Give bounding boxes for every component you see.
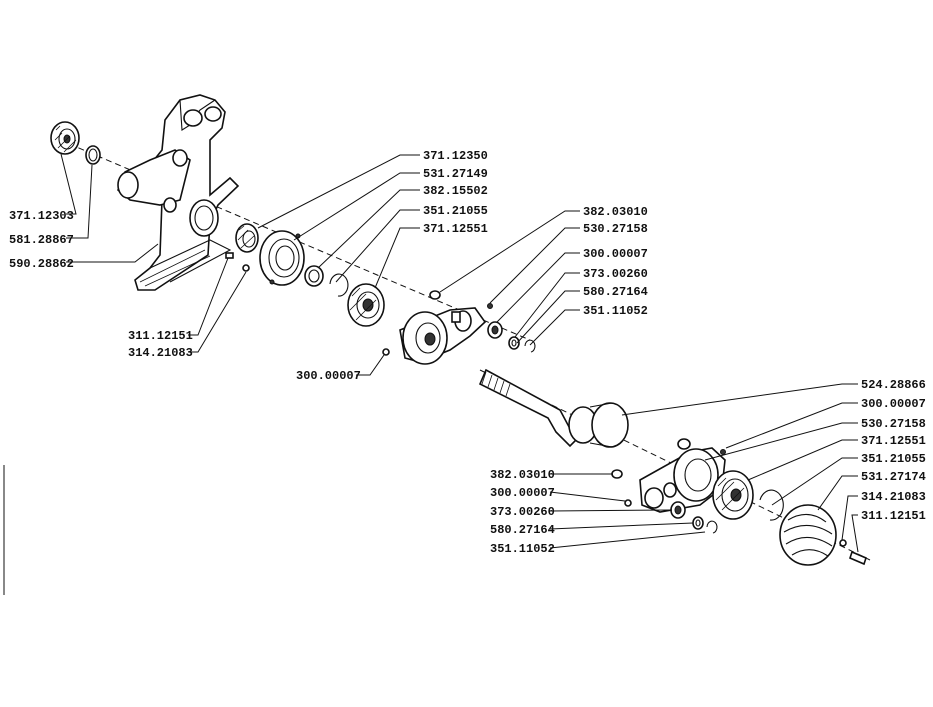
clip-351-11052-lower <box>706 520 718 534</box>
callout-label: 314.21083 <box>128 346 193 360</box>
pin-300-00007-upper <box>382 348 390 356</box>
callout-label: 371.12551 <box>423 222 488 236</box>
bearing-371-12350 <box>235 223 259 253</box>
washer-530-27158-lower <box>720 449 726 455</box>
callout-label: 311.12151 <box>861 509 926 523</box>
flange-531-27149 <box>259 230 305 286</box>
callout-label: 300.00007 <box>583 247 648 261</box>
callout-label: 382.03010 <box>583 205 648 219</box>
bearing-371-12551-upper <box>347 283 385 327</box>
screw-311-12151-upper <box>225 252 234 259</box>
callout-label: 531.27174 <box>861 470 926 484</box>
callout-label: 351.21055 <box>861 452 926 466</box>
callout-label: 300.00007 <box>861 397 926 411</box>
callout-label: 351.11052 <box>583 304 648 318</box>
bushing-373-00260-upper <box>487 321 503 339</box>
nut-382-03010-lower <box>611 469 623 479</box>
callout-label: 581.28867 <box>9 233 74 247</box>
callout-label: 371.12350 <box>423 149 488 163</box>
callout-label: 590.28862 <box>9 257 74 271</box>
callout-label: 580.27164 <box>490 523 555 537</box>
bushing-373-00260-lower <box>670 501 686 519</box>
circlip-351-21055-lower <box>759 489 784 521</box>
crank-arm-lower <box>639 438 726 513</box>
callout-label: 530.27158 <box>861 417 926 431</box>
screw-311-12151-lower <box>849 550 867 566</box>
bearing-371-12303 <box>50 121 80 155</box>
washer-580-27164-upper <box>508 336 520 350</box>
washer-314-21083-lower <box>839 539 847 547</box>
callout-label: 314.21083 <box>861 490 926 504</box>
shaft-524-28866 <box>478 368 629 448</box>
callout-label: 351.11052 <box>490 542 555 556</box>
leader-lines <box>60 153 859 553</box>
cover-531-27174 <box>779 504 837 566</box>
callout-label: 300.00007 <box>296 369 361 383</box>
callout-label: 371.12303 <box>9 209 74 223</box>
ring-581-28867 <box>85 145 101 165</box>
callout-label: 300.00007 <box>490 486 555 500</box>
housing-bracket-590-28862 <box>117 94 240 291</box>
callout-label: 580.27164 <box>583 285 648 299</box>
callout-label: 524.28866 <box>861 378 926 392</box>
callout-label: 382.15502 <box>423 184 488 198</box>
callout-label: 311.12151 <box>128 329 193 343</box>
washer-530-27158-upper <box>487 303 493 309</box>
nut-382-03010-upper <box>429 290 441 300</box>
callout-label: 371.12551 <box>861 434 926 448</box>
circlip-351-21055-upper <box>329 273 349 297</box>
bearing-371-12551-lower <box>712 470 754 520</box>
callout-label: 382.03010 <box>490 468 555 482</box>
crank-arm-upper <box>399 307 487 365</box>
callout-label: 530.27158 <box>583 222 648 236</box>
seal-382-15502 <box>304 265 324 287</box>
callout-label: 373.00260 <box>583 267 648 281</box>
washer-314-21083-upper <box>242 264 250 272</box>
washer-580-27164-lower <box>692 516 704 530</box>
callout-label: 531.27149 <box>423 167 488 181</box>
callout-label: 373.00260 <box>490 505 555 519</box>
callout-label: 351.21055 <box>423 204 488 218</box>
pin-300-00007-lower <box>624 499 632 507</box>
